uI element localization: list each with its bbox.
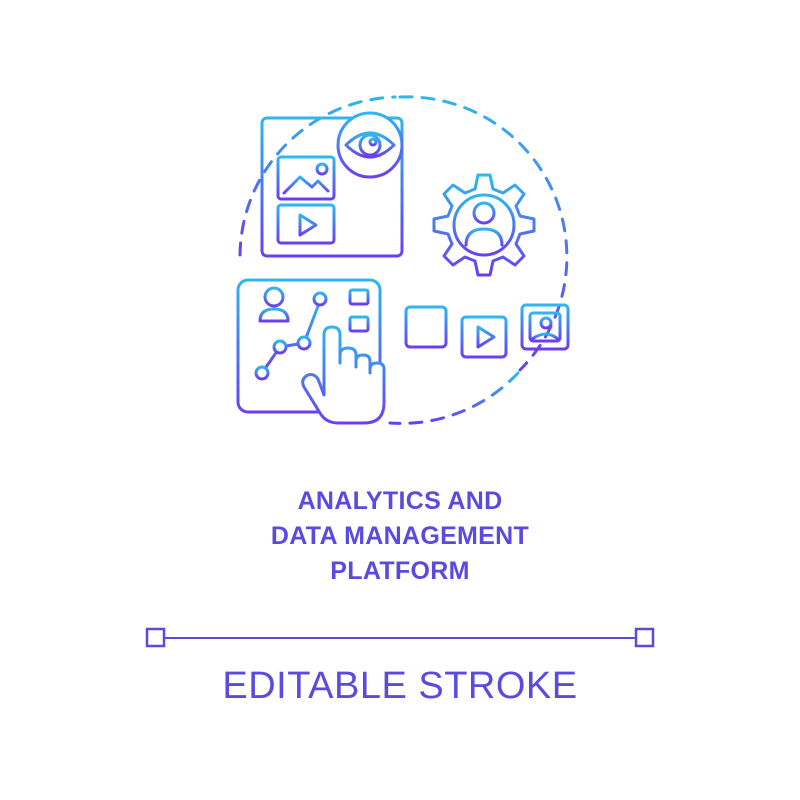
rule-handle-right xyxy=(634,627,655,648)
eye-icon xyxy=(336,111,404,179)
video-play-icon xyxy=(460,315,508,359)
chart-board-icon xyxy=(236,278,382,414)
concept-title: ANALYTICS AND DATA MANAGEMENT PLATFORM xyxy=(0,484,800,589)
editable-stroke-label: EDITABLE STROKE xyxy=(222,665,578,707)
analytics-concept-icon xyxy=(200,85,600,430)
dashed-circle-decoration xyxy=(398,95,569,372)
dashed-circle-decoration xyxy=(238,95,397,257)
dashed-circle-decoration xyxy=(388,371,520,425)
hand-pointer-icon xyxy=(301,325,386,425)
image-icon xyxy=(520,303,570,351)
image-icon xyxy=(276,155,336,201)
gear-icon xyxy=(432,173,536,277)
editable-stroke-rule xyxy=(144,626,656,650)
video-play-icon xyxy=(276,203,336,245)
user-icon xyxy=(464,201,504,247)
title-line-2: DATA MANAGEMENT xyxy=(270,522,530,550)
rule-handle-left xyxy=(145,627,166,648)
document-icon xyxy=(404,305,448,349)
browser-window-icon xyxy=(260,116,404,258)
title-line-3: PLATFORM xyxy=(330,557,470,585)
title-line-1: ANALYTICS AND xyxy=(297,487,503,515)
